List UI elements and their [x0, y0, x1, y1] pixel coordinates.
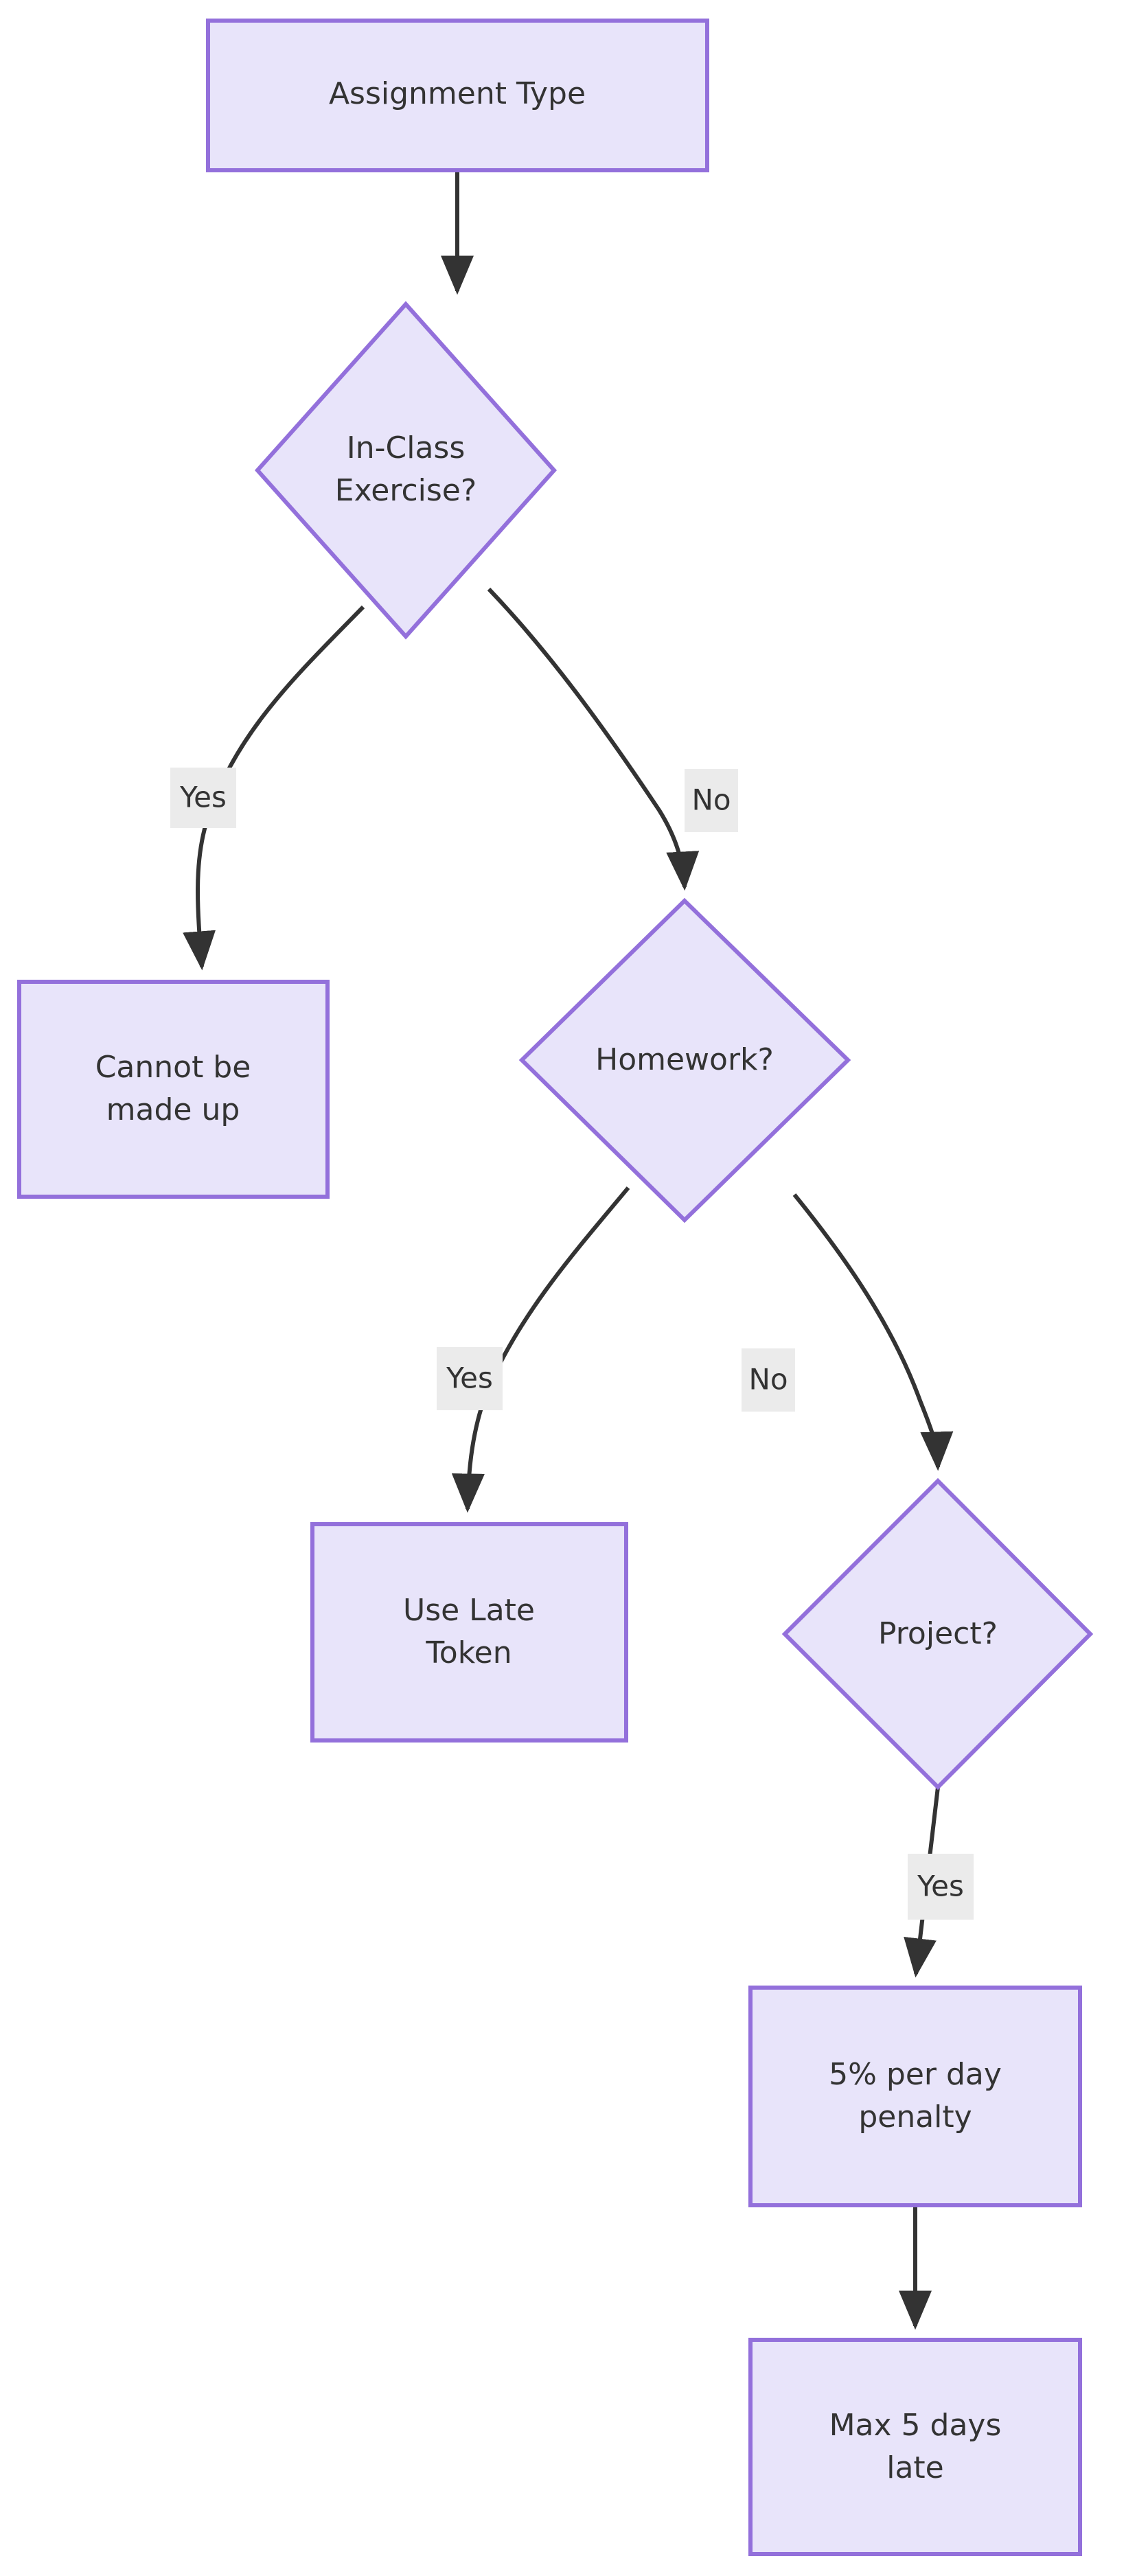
node-cannot-be-made-up-label-line1: Cannot be	[95, 1050, 251, 1085]
edge-label-in-class-exercise-yes: Yes	[170, 768, 236, 828]
node-in-class-exercise-shape[interactable]	[254, 301, 558, 640]
edge-label-no-2-text: No	[748, 1363, 788, 1396]
edge-label-yes-1-bg	[170, 768, 236, 828]
node-project-label: Project?	[878, 1616, 998, 1651]
edge-label-project-yes: Yes	[908, 1854, 974, 1920]
edge-label-no-1-bg	[685, 769, 738, 832]
node-penalty-shape[interactable]	[748, 1986, 1082, 2207]
node-use-late-token-shape[interactable]	[310, 1522, 628, 1743]
node-cannot-be-made-up[interactable]: Cannot be made up	[17, 980, 330, 1199]
node-use-late-token[interactable]: Use Late Token	[310, 1522, 628, 1743]
node-assignment-type-shape[interactable]	[206, 19, 709, 172]
edge-label-yes-2-bg	[437, 1347, 503, 1410]
edge-label-yes-1-text: Yes	[179, 781, 227, 814]
node-project-shape[interactable]	[781, 1477, 1094, 1791]
node-homework[interactable]: Homework?	[518, 897, 851, 1223]
node-max-days-late-label-line1: Max 5 days	[829, 2408, 1002, 2443]
node-project[interactable]: Project?	[781, 1477, 1094, 1791]
node-cannot-be-made-up-label-line2: made up	[106, 1092, 240, 1127]
node-max-days-late-shape[interactable]	[748, 2338, 1082, 2556]
node-in-class-exercise-label-line2: Exercise?	[335, 473, 477, 508]
edge-label-homework-yes: Yes	[437, 1347, 503, 1410]
edge-label-yes-3-text: Yes	[917, 1870, 964, 1903]
node-use-late-token-label-line1: Use Late	[403, 1593, 535, 1628]
node-homework-shape[interactable]	[518, 897, 851, 1223]
edge-in-class-exercise-to-homework	[487, 587, 700, 891]
node-max-days-late[interactable]: Max 5 days late	[748, 2338, 1082, 2556]
node-homework-label: Homework?	[595, 1042, 774, 1077]
edge-label-homework-no: No	[742, 1348, 795, 1412]
node-assignment-type-label: Assignment Type	[329, 76, 586, 111]
node-use-late-token-label-line2: Token	[425, 1635, 512, 1670]
edge-label-yes-3-bg	[908, 1854, 974, 1920]
node-penalty-label-line1: 5% per day	[829, 2057, 1002, 2092]
node-cannot-be-made-up-shape[interactable]	[17, 980, 330, 1199]
node-penalty[interactable]: 5% per day penalty	[748, 1986, 1082, 2207]
edge-label-no-1-text: No	[691, 783, 731, 817]
edge-label-yes-2-text: Yes	[446, 1361, 493, 1395]
node-penalty-label-line2: penalty	[858, 2100, 972, 2135]
node-max-days-late-label-line2: late	[886, 2450, 944, 2485]
edge-homework-to-project	[792, 1193, 954, 1471]
edge-label-in-class-exercise-no: No	[685, 769, 738, 832]
node-in-class-exercise-label-line1: In-Class	[347, 430, 466, 465]
node-assignment-type[interactable]: Assignment Type	[206, 19, 709, 172]
node-in-class-exercise[interactable]: In-Class Exercise?	[254, 301, 558, 640]
edge-label-no-2-bg	[742, 1348, 795, 1412]
